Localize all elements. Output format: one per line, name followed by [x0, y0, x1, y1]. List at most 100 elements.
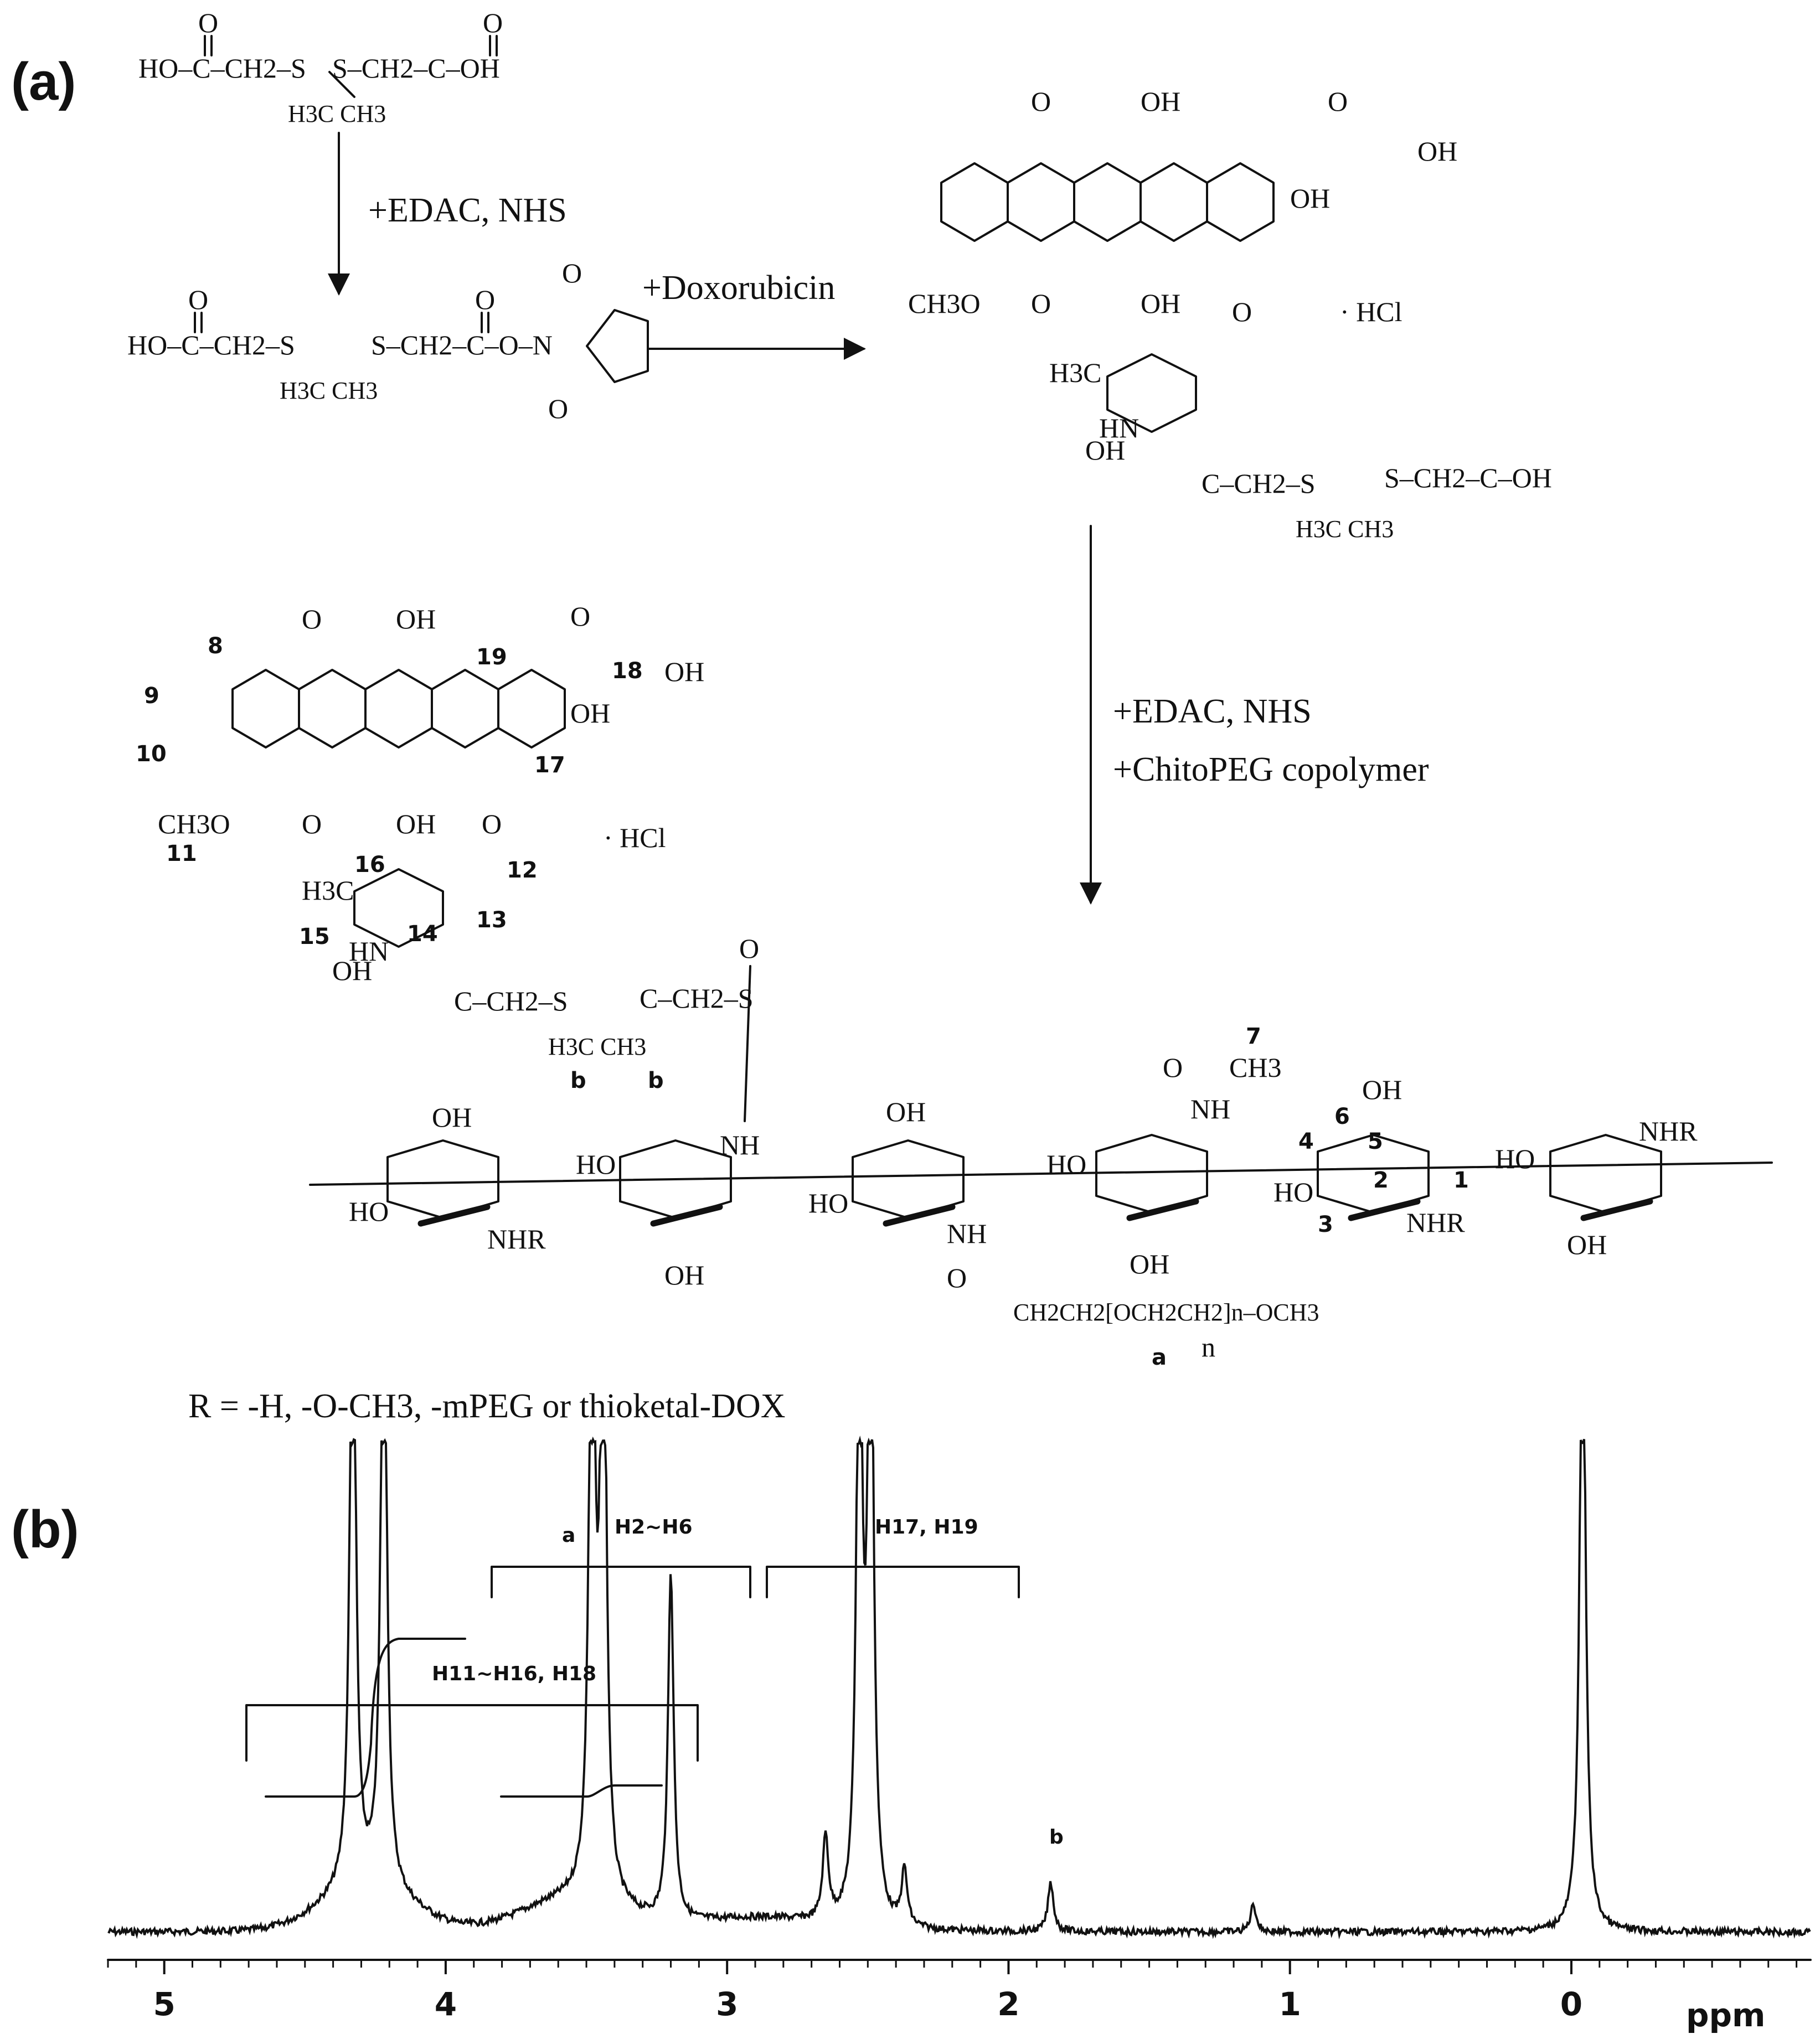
atom-label-b2: b — [648, 1068, 664, 1093]
atom-num-8: 8 — [208, 633, 223, 659]
dox1-hn: HN — [1099, 412, 1139, 443]
dox1-oh-ring: OH — [1290, 183, 1330, 214]
atom-num-7: 7 — [1246, 1024, 1261, 1049]
nmr-spectrum-trace — [107, 1435, 1811, 1939]
nhs-o-top: O — [562, 257, 582, 288]
nhs-ester-structure: HO–C–CH2–S S–CH2–C–O–N H3C CH3 O O O O — [127, 257, 649, 424]
dox1-methyls: H3C CH3 — [1296, 515, 1394, 543]
bb-oh-4: OH — [1130, 1248, 1169, 1279]
dox2-methyls: H3C CH3 — [548, 1033, 646, 1060]
bb-peg-n: n — [1202, 1331, 1215, 1362]
bb-ho-5: HO — [1273, 1176, 1313, 1207]
bb-acetyl-ch3: CH3 — [1229, 1052, 1281, 1083]
dox2-h3c: H3C — [302, 875, 354, 906]
dox2-oh-sugar: OH — [332, 955, 372, 986]
chitopeg-backbone-structure: OH HO NHR HO NH OH OH HO NH O CH2CH2[OCH… — [309, 1024, 1773, 1370]
atom-label-b1: b — [570, 1068, 586, 1093]
bb-oh-1: OH — [432, 1102, 472, 1133]
x-tick-label: 2 — [997, 1985, 1019, 2023]
dox1-och3: CH3O — [908, 288, 981, 319]
dox2-hn: HN — [349, 936, 389, 967]
nhs-ester-o1: O — [188, 284, 208, 315]
dox2-hcl: · HCl — [604, 822, 666, 853]
dox1-hcl: · HCl — [1340, 296, 1402, 327]
bb-nh-2: NH — [720, 1129, 760, 1160]
dox1-amide-right: S–CH2–C–OH — [1384, 462, 1552, 493]
atom-num-1: 1 — [1453, 1168, 1469, 1193]
x-tick-label: 0 — [1560, 1985, 1582, 2023]
atom-num-18: 18 — [612, 658, 643, 684]
nhs-ester-methyls-label: H3C CH3 — [280, 377, 378, 404]
bb-ho-2: HO — [576, 1149, 616, 1180]
bb-ho-6: HO — [1495, 1143, 1535, 1174]
dox1-oh-top: OH — [1141, 86, 1180, 117]
reagent-edac-nhs-2: +EDAC, NHS — [1113, 693, 1312, 730]
atom-num-19: 19 — [476, 644, 507, 670]
dox2-o-top: O — [302, 603, 322, 634]
atom-num-9: 9 — [144, 683, 159, 709]
nhs-o-bottom: O — [548, 393, 568, 424]
atom-num-16: 16 — [354, 852, 385, 878]
atom-num-11: 11 — [166, 841, 197, 866]
reagent-edac-nhs-1: +EDAC, NHS — [368, 192, 567, 229]
dox2-o-bottom: O — [302, 808, 322, 839]
dox1-o-glyco: O — [1232, 296, 1252, 327]
integral-curve-2 — [500, 1784, 663, 1798]
dox1-amide-left: C–CH2–S — [1202, 468, 1316, 499]
atom-num-10: 10 — [136, 741, 167, 767]
atom-num-17: 17 — [534, 752, 565, 778]
dox2-amide-right: C–CH2–S — [640, 983, 754, 1014]
nhs-ester-left-label: HO–C–CH2–S — [127, 329, 295, 360]
x-tick-label: 1 — [1279, 1985, 1301, 2023]
panel-label-a: (a) — [11, 52, 76, 111]
dox2-oh-bottom: OH — [396, 808, 436, 839]
bb-oh-6: OH — [1567, 1229, 1607, 1260]
atom-num-12: 12 — [507, 858, 538, 883]
bb-nhr-1: NHR — [487, 1224, 546, 1255]
linker-left-label: HO–C–CH2–S — [138, 53, 306, 84]
bb-oh-5: OH — [1362, 1074, 1402, 1105]
bb-nh-4: NH — [1190, 1093, 1230, 1124]
dox1-o-bottom: O — [1031, 288, 1051, 319]
integral-curve-1 — [265, 1638, 466, 1798]
nmr-x-unit: ppm — [1686, 1996, 1765, 2034]
label-b: b — [1049, 1826, 1064, 1849]
atom-num-5: 5 — [1368, 1129, 1383, 1154]
dox1-ketone-o: O — [1328, 86, 1348, 117]
dox-conjugate-structure: O O OH OH CH3O O OH OH · HCl O H3C HN OH… — [136, 601, 759, 1122]
dox1-h3c: H3C — [1049, 357, 1101, 388]
label-a: a — [562, 1524, 575, 1547]
bracket-h17-h19 — [766, 1566, 1020, 1598]
dox2-ketone-o: O — [570, 601, 590, 632]
atom-num-2: 2 — [1373, 1168, 1389, 1193]
bb-ho-4: HO — [1046, 1149, 1086, 1180]
dox2-amide-left: C–CH2–S — [454, 985, 568, 1016]
dox2-oh-ring: OH — [570, 698, 610, 729]
dox2-och3: CH3O — [158, 808, 230, 839]
x-tick-label: 4 — [435, 1985, 457, 2023]
dox2-oh-top: OH — [396, 603, 436, 634]
atom-num-15: 15 — [299, 924, 330, 949]
bb-acetyl-o: O — [1163, 1052, 1183, 1083]
linker-methyls-label: H3C CH3 — [288, 100, 386, 127]
label-h17-h19: H17, H19 — [875, 1516, 978, 1539]
dox1-oh-bottom: OH — [1141, 288, 1180, 319]
dox2-o-glyco: O — [482, 808, 502, 839]
bracket-h2-h6 — [491, 1566, 751, 1598]
panel-label-b: (b) — [11, 1500, 79, 1559]
atom-num-4: 4 — [1298, 1129, 1314, 1154]
reagent-chitopeg: +ChitoPEG copolymer — [1113, 751, 1429, 788]
linker-right-label: S–CH2–C–OH — [332, 53, 500, 84]
atom-num-3: 3 — [1318, 1212, 1333, 1237]
label-h2-h6: H2~H6 — [615, 1516, 693, 1539]
bb-nhr-5: NHR — [1406, 1207, 1465, 1238]
bb-nh-3: NH — [947, 1218, 987, 1249]
dox1-o-top: O — [1031, 86, 1051, 117]
x-tick-label: 5 — [153, 1985, 175, 2023]
bb-c-3: O — [947, 1262, 967, 1293]
bb-peg-chain: CH2CH2[OCH2CH2]n–OCH3 — [1013, 1299, 1319, 1326]
r-group-definition: R = -H, -O-CH3, -mPEG or thioketal-DOX — [188, 1387, 786, 1425]
